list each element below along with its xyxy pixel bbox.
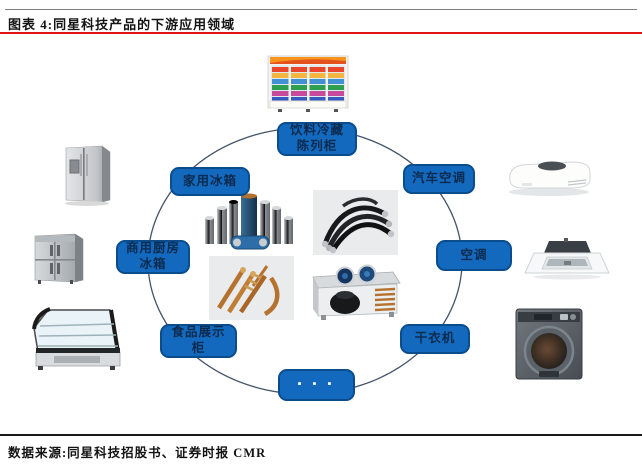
home-refrigerator-image [65,145,111,206]
filter-driers-image [205,193,293,250]
top-divider [5,9,637,10]
copper-fittings-image [209,256,294,320]
figure-source: 数据来源:同星科技招股书、证券时报 CMR [8,446,267,460]
node-label: 干衣机 [414,331,456,346]
node-air-conditioner: 空调 [436,240,512,271]
rooftop-vehicle-ac-image [509,161,591,196]
node-label: 空调 [460,247,488,262]
condensing-unit-image [312,264,401,320]
node-label: 饮料冷藏 陈列柜 [289,123,344,153]
rubber-hoses-image [313,190,398,255]
node-commercial-kitchen-fridge: 商用厨房 冰箱 [116,240,190,274]
red-divider [0,32,642,34]
node-label: 商用厨房 冰箱 [125,241,180,271]
node-home-refrigerator: 家用冰箱 [170,167,250,196]
node-label: 食品展示 柜 [171,325,226,355]
countertop-food-display-image [32,307,121,370]
node-more-ellipsis: ▪ ▪ ▪ [278,369,355,401]
node-automotive-ac: 汽车空调 [403,164,475,194]
bottom-divider [0,434,642,436]
node-beverage-display-cabinet: 饮料冷藏 陈列柜 [277,122,357,156]
cassette-ceiling-ac-image [524,238,610,280]
ellipsis-dots: ▪ ▪ ▪ [297,378,336,391]
node-label: 家用冰箱 [182,173,237,188]
beverage-display-cabinet-image [267,55,349,112]
commercial-kitchen-fridge-image [34,233,84,284]
node-clothes-dryer: 干衣机 [400,324,470,354]
node-label: 汽车空调 [411,171,466,186]
node-food-display-cabinet: 食品展示 柜 [160,324,237,358]
clothes-dryer-image [515,308,583,380]
figure-title: 图表 4:同星科技产品的下游应用领域 [8,17,236,32]
